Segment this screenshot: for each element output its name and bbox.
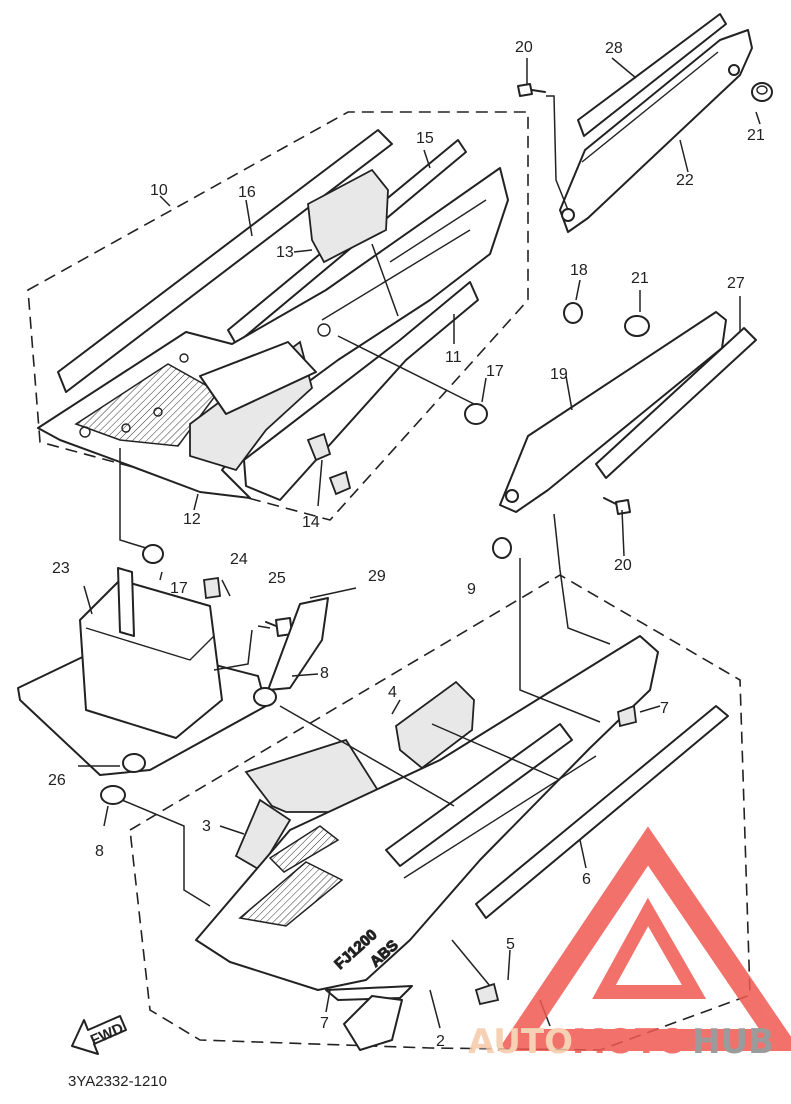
watermark-part2: MOTO (572, 1022, 687, 1062)
battery-box (17, 567, 267, 776)
callout-25: 25 (268, 570, 286, 587)
callout-12: 12 (183, 511, 201, 528)
callout-10: 10 (150, 182, 168, 199)
callout-8-lower: 8 (95, 843, 104, 860)
callout-9: 9 (467, 581, 476, 598)
watermark-triangle-icon (497, 826, 791, 1051)
clip-24 (203, 576, 221, 600)
side-cover-right-small (499, 311, 757, 513)
callout-23: 23 (52, 560, 70, 577)
callout-6: 6 (582, 871, 591, 888)
callout-7-lower: 7 (320, 1015, 329, 1032)
callout-17-lower: 17 (170, 580, 188, 597)
callout-11: 11 (445, 349, 462, 366)
callout-24: 24 (230, 551, 248, 568)
clip-5 (474, 982, 500, 1006)
side-cover-upper-right (559, 13, 753, 233)
grommet-9 (492, 537, 512, 559)
side-cover-lower-body (195, 635, 659, 1051)
grommet-26 (122, 753, 146, 773)
fwd-label: FWD (88, 1020, 126, 1049)
callout-8-upper: 8 (320, 665, 329, 682)
callout-3: 3 (202, 818, 211, 835)
callout-4: 4 (388, 684, 397, 701)
grommet-17-upper (464, 403, 488, 425)
callout-18: 18 (570, 262, 588, 279)
fwd-arrow: FWD (71, 1015, 127, 1055)
callout-14: 14 (302, 514, 320, 531)
callout-16: 16 (238, 184, 256, 201)
leader-lines (78, 57, 761, 1029)
callout-29: 29 (368, 568, 386, 585)
clip-7-upper (617, 704, 637, 728)
callout-15: 15 (416, 130, 434, 147)
callout-28: 28 (605, 40, 623, 57)
stripe-16 (57, 129, 393, 393)
callout-27: 27 (727, 275, 745, 292)
watermark-logo: AUTO MOTO HUB (468, 826, 791, 1062)
upper-group-outline (27, 111, 529, 521)
grommet-21-top (751, 82, 773, 102)
grommet-21-mid (624, 315, 650, 337)
callout-19: 19 (550, 366, 568, 383)
callout-20-mid: 20 (614, 557, 632, 574)
callouts: 20 28 21 22 15 10 16 13 18 11 21 27 17 1… (48, 39, 765, 1050)
grommet-17-lower (142, 544, 164, 564)
grommet-8-upper (253, 687, 277, 707)
grommet-18 (563, 302, 583, 324)
watermark-part3: HUB (692, 1022, 774, 1062)
callout-13: 13 (276, 244, 294, 261)
callout-21-top: 21 (747, 127, 765, 144)
flap-29 (267, 597, 329, 691)
callout-2: 2 (436, 1033, 445, 1050)
stripe-6 (475, 705, 729, 919)
callout-5: 5 (506, 936, 515, 953)
callout-17-upper: 17 (486, 363, 504, 380)
pad-3 (234, 738, 386, 872)
callout-20-top: 20 (515, 39, 533, 56)
screw-25 (265, 617, 293, 637)
callout-22: 22 (676, 172, 694, 189)
screw-20-mid (603, 497, 631, 515)
grommet-8-lower (100, 785, 126, 805)
callout-26: 26 (48, 772, 66, 789)
watermark-part1: AUTO (468, 1022, 573, 1062)
clip-14 (306, 432, 352, 496)
pad-13 (307, 168, 389, 264)
screw-20-top (517, 83, 546, 97)
callout-7-upper: 7 (660, 700, 669, 717)
callout-21-mid: 21 (631, 270, 649, 287)
side-cover-body (37, 167, 509, 501)
diagram-code: 3YA2332-1210 (68, 1073, 167, 1090)
